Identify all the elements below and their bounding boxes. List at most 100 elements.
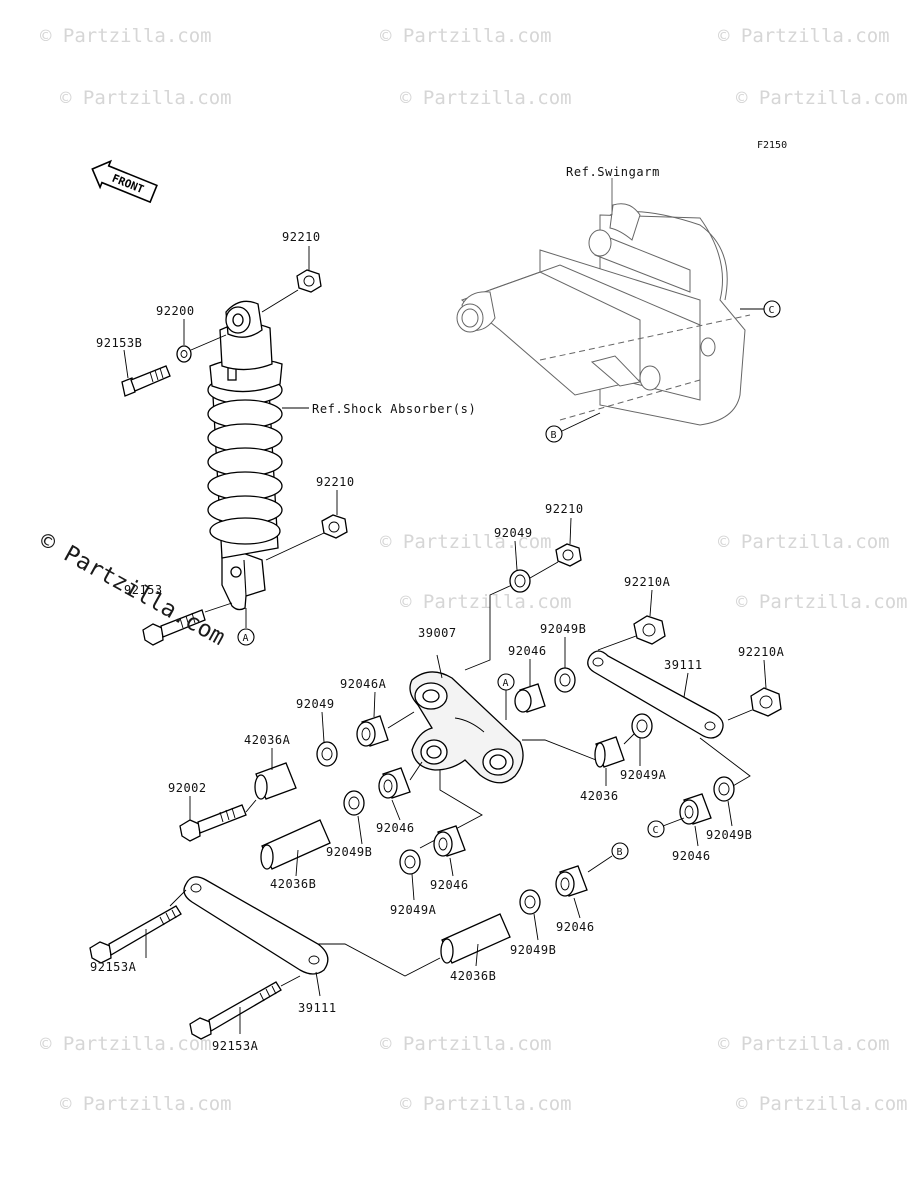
part-label-92049: 92049 [494,526,533,540]
bolt-92153A-upper [89,905,182,964]
connector-a-shock: A [237,608,255,646]
sleeve-42036B-left [260,819,331,870]
svg-text:B: B [551,430,557,441]
sleeve-42036A [254,762,297,800]
part-label-92046: 92046 [430,878,469,892]
svg-text:C: C [653,825,659,836]
shock-absorber [207,300,283,611]
watermark: © Partzilla.com [400,591,572,613]
front-direction-arrow: FRONT [91,159,158,204]
connector-b-swingarm: B [545,412,601,443]
collar-92049B-lower [519,889,541,915]
collar-92049A-right [631,713,653,739]
connector-a-rocker: A [497,673,515,720]
part-label-92002: 92002 [168,781,207,795]
part-label-92046: 92046 [672,849,711,863]
part-label-92210A: 92210A [624,575,671,589]
watermark-large: © Partzilla.com [35,528,229,651]
bearing-92046-lower-center [555,865,588,897]
swingarm-ref-label: Ref.Swingarm [566,165,660,179]
collar-92049B-right [713,776,735,802]
part-label-39007: 39007 [418,626,457,640]
nut-92210A-upper [633,615,666,645]
part-label-92153B: 92153B [96,336,142,350]
nut-92210-mid [321,514,348,539]
watermark: © Partzilla.com [380,531,552,553]
part-label-42036B: 42036B [270,877,316,891]
part-label-92210: 92210 [282,230,321,244]
part-label-92046: 92046 [556,920,595,934]
tie-rod-39111-lower [183,876,329,975]
bolt-92153 [142,609,206,646]
part-label-92049A: 92049A [390,903,437,917]
nut-92210-top [296,269,322,293]
collar-92049-left [316,741,338,767]
part-label-42036B: 42036B [450,969,496,983]
watermark: © Partzilla.com [718,531,890,553]
part-label-92049A: 92049A [620,768,667,782]
part-label-92049: 92049 [296,697,335,711]
part-label-92210: 92210 [545,502,584,516]
part-label-92046A: 92046A [340,677,387,691]
part-label-92210: 92210 [316,475,355,489]
swingarm-reference [456,178,751,426]
watermark: © Partzilla.com [736,591,908,613]
part-label-42036: 42036 [580,789,619,803]
rocker-arm-39007 [409,671,524,784]
part-label-39111: 39111 [664,658,703,672]
bearing-92046-upper [514,683,546,713]
bearing-92046-lower-left [433,825,466,857]
bearing-92046-right [679,793,712,825]
part-label-92046: 92046 [508,644,547,658]
watermark-layer: © Partzilla.com © Partzilla.com © Partzi… [40,25,908,1115]
svg-text:A: A [503,678,509,689]
svg-text:B: B [617,847,623,858]
tie-rod-39111-right [587,650,724,739]
collar-92049-top [509,569,531,593]
collar-92049A-lower [399,849,421,875]
part-label-92049B: 92049B [706,828,752,842]
connector-c-linkage: C [647,817,685,838]
connector-b-linkage: B [587,842,629,873]
watermark: © Partzilla.com [718,25,890,47]
watermark: © Partzilla.com [60,87,232,109]
nut-92210A-lower [750,687,782,717]
sleeve-42036B-lower [440,913,511,964]
sleeve-42036 [594,736,625,768]
watermark: © Partzilla.com [60,1093,232,1115]
svg-text:A: A [243,633,249,644]
bolt-92002 [179,804,247,842]
part-label-92049B: 92049B [326,845,372,859]
part-label-92049B: 92049B [540,622,586,636]
part-label-92200: 92200 [156,304,195,318]
watermark: © Partzilla.com [380,25,552,47]
bolt-92153A-lower [189,975,301,1040]
bearing-92046A [356,715,389,747]
connector-c-swingarm: C [740,300,781,318]
collar-92049B-left [343,790,365,816]
watermark: © Partzilla.com [400,1093,572,1115]
watermark: © Partzilla.com [736,1093,908,1115]
part-label-92153A: 92153A [212,1039,259,1053]
watermark: © Partzilla.com [718,1033,890,1055]
nut-92210-right [555,543,582,567]
collar-92049B-upper [554,667,576,693]
figure-code: F2150 [757,140,787,151]
bearing-92046-left [378,767,411,799]
svg-text:C: C [769,305,775,316]
part-label-92049B: 92049B [510,943,556,957]
part-label-92046: 92046 [376,821,415,835]
watermark: © Partzilla.com [400,87,572,109]
watermark: © Partzilla.com [736,87,908,109]
watermark: © Partzilla.com [380,1033,552,1055]
washer-92200 [176,345,192,363]
bolt-92153B [121,365,171,397]
part-label-92210A: 92210A [738,645,785,659]
part-label-92153A: 92153A [90,960,137,974]
watermark: © Partzilla.com [40,25,212,47]
part-label-92153: 92153 [124,583,163,597]
shock-ref-label: Ref.Shock Absorber(s) [312,402,476,416]
part-label-42036A: 42036A [244,733,291,747]
watermark: © Partzilla.com [40,1033,212,1055]
